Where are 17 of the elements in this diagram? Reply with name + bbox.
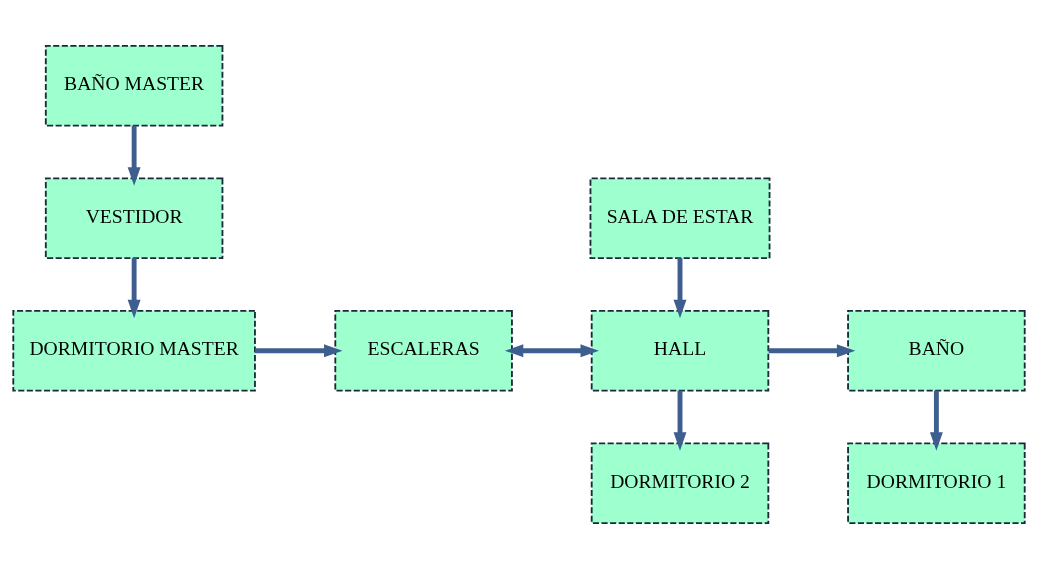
node-box: BAÑO MASTER <box>44 45 224 127</box>
arrow <box>673 258 687 319</box>
node-box: DORMITORIO 1 <box>847 442 1026 524</box>
node-box: DORMITORIO MASTER <box>12 309 256 392</box>
node-box: ESCALERAS <box>334 309 513 392</box>
node-box: SALA DE ESTAR <box>589 177 771 260</box>
arrow <box>768 344 856 358</box>
arrow <box>127 258 141 319</box>
node-box: VESTIDOR <box>44 177 224 260</box>
arrow <box>929 390 943 451</box>
arrow <box>504 344 599 358</box>
node-box: DORMITORIO 2 <box>590 442 770 524</box>
arrow <box>673 390 687 451</box>
arrow <box>255 344 343 358</box>
node-box: HALL <box>590 309 770 392</box>
node-box: BAÑO <box>847 309 1026 392</box>
arrow <box>127 125 141 186</box>
